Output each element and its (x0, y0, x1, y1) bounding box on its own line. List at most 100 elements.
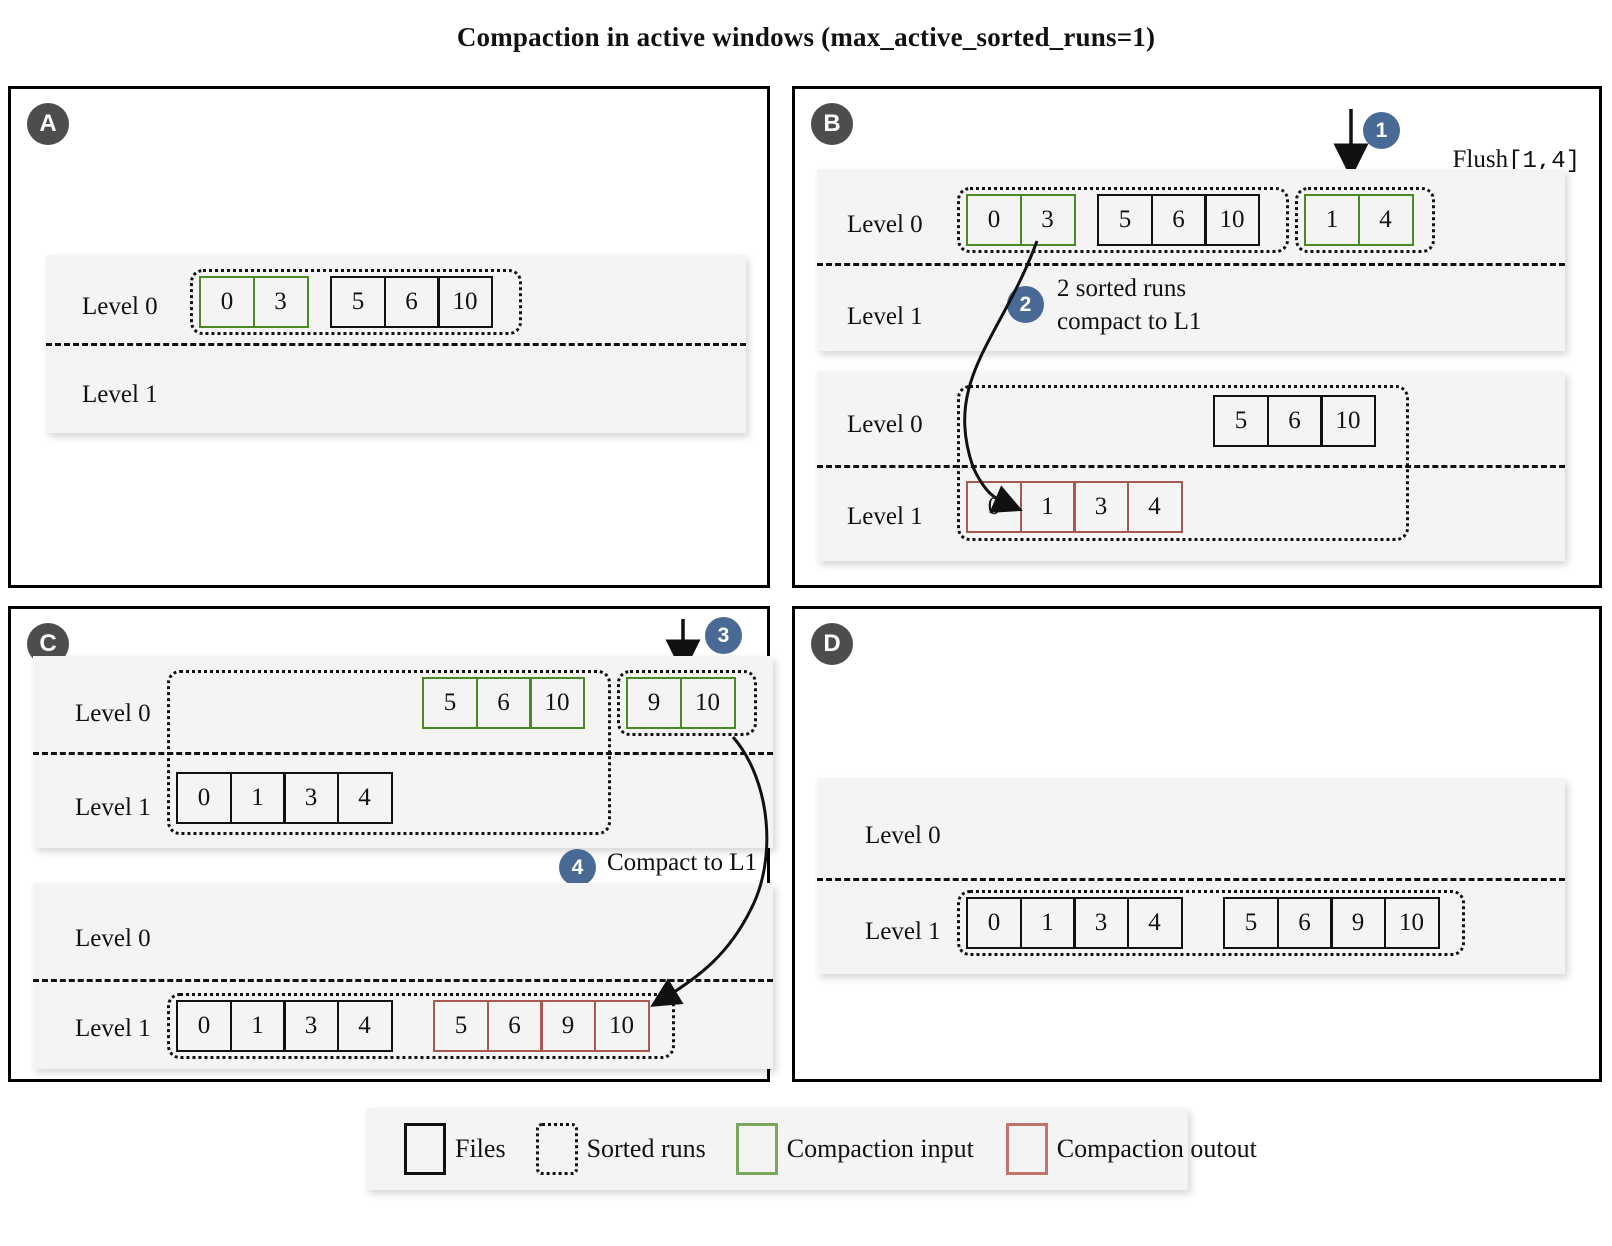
file-group-files: 0 1 3 4 (966, 897, 1183, 949)
legend-label: Compaction input (786, 1134, 974, 1163)
level-divider (46, 343, 746, 346)
file-cell: 1 (1304, 194, 1360, 246)
file-cell: 4 (336, 772, 393, 824)
level1-label: Level 1 (75, 794, 151, 821)
file-cell: 10 (679, 677, 736, 729)
file-cell: 10 (1383, 897, 1440, 949)
compact-note-line2: compact to L1 (1057, 307, 1202, 335)
panel-a: A Level 0 Level 1 0 3 5 6 10 (8, 86, 770, 588)
panel-b-band-after: Level 0 Level 1 5 6 10 0 1 3 4 (817, 371, 1565, 561)
panel-b-band-before: Level 0 Level 1 0 3 5 6 10 1 4 2 2 sorte… (817, 169, 1565, 351)
file-cell: 3 (1019, 194, 1076, 246)
file-cell: 5 (433, 1000, 489, 1052)
level-divider (33, 752, 773, 755)
level0-label: Level 0 (865, 822, 941, 849)
file-group-files: 5 6 9 10 (1223, 897, 1440, 949)
file-cell: 3 (283, 1000, 339, 1052)
file-group-compaction-output: 0 1 3 4 (966, 481, 1183, 533)
file-group-compaction-input: 9 10 (626, 677, 736, 729)
file-cell: 10 (437, 276, 493, 328)
compaction-output-swatch-icon (1005, 1123, 1048, 1175)
level-divider (33, 979, 773, 982)
level1-label: Level 1 (847, 303, 923, 330)
file-cell: 9 (1330, 897, 1386, 949)
file-cell: 6 (1150, 194, 1207, 246)
file-cell: 1 (1019, 897, 1076, 949)
compact-label-4: Compact to L1 (607, 849, 757, 876)
file-cell: 4 (1357, 194, 1414, 246)
legend-label: Compaction outout (1056, 1134, 1257, 1163)
legend: Files Sorted runs Compaction input Compa… (366, 1108, 1257, 1190)
panel-badge-b: B (811, 103, 853, 145)
file-cell: 0 (176, 1000, 232, 1052)
file-cell: 4 (1126, 481, 1183, 533)
file-cell: 6 (1276, 897, 1333, 949)
level1-label: Level 1 (865, 918, 941, 945)
level-divider (817, 878, 1565, 881)
file-cell: 6 (1266, 395, 1323, 447)
legend-item-compaction-output: Compaction outout (1005, 1123, 1257, 1175)
file-cell: 1 (229, 772, 286, 824)
file-group-compaction-input: 1 4 (1304, 194, 1414, 246)
file-group-compaction-input: 0 3 (966, 194, 1076, 246)
file-cell: 0 (199, 276, 255, 328)
step-badge-2: 2 (1007, 286, 1044, 323)
files-swatch-icon (404, 1123, 446, 1175)
file-cell: 1 (1019, 481, 1076, 533)
file-cell: 9 (540, 1000, 596, 1052)
file-group-files: 0 1 3 4 (176, 1000, 393, 1052)
file-cell: 3 (1073, 481, 1129, 533)
panel-c-band-after: Level 0 Level 1 0 1 3 4 5 6 9 10 (33, 883, 773, 1069)
step-badge-4: 4 (559, 849, 596, 886)
panel-badge-a: A (27, 103, 69, 145)
panel-d: D Level 0 Level 1 0 1 3 4 5 6 9 10 (792, 606, 1602, 1082)
file-cell: 5 (1223, 897, 1279, 949)
file-cell: 5 (422, 677, 478, 729)
level-divider (817, 465, 1565, 468)
file-group-compaction-output: 5 6 9 10 (433, 1000, 650, 1052)
compact-note-2: 2 sorted runs compact to L1 (1057, 273, 1201, 338)
compaction-input-swatch-icon (735, 1123, 778, 1175)
file-cell: 3 (1073, 897, 1129, 949)
panel-c: C Flush[9,10] 3 Level 0 Level 1 5 6 10 (8, 606, 773, 1082)
file-cell: 4 (1126, 897, 1183, 949)
file-group-files: 5 6 10 (1097, 194, 1260, 246)
file-cell: 6 (383, 276, 440, 328)
panel-b: B 1 Flush[1,4] Level 0 Level 1 0 3 (792, 86, 1602, 588)
level0-label: Level 0 (75, 700, 151, 727)
panel-c-band-before: Level 0 Level 1 5 6 10 9 10 0 1 3 4 (33, 656, 773, 848)
flush-text: Flush (1452, 145, 1509, 173)
step-badge-1: 1 (1363, 112, 1400, 149)
file-cell: 5 (1213, 395, 1269, 447)
legend-label: Sorted runs (586, 1134, 706, 1163)
file-cell: 0 (966, 194, 1022, 246)
level1-label: Level 1 (847, 503, 923, 530)
legend-item-compaction-input: Compaction input (735, 1123, 974, 1175)
file-cell: 0 (966, 481, 1022, 533)
panel-a-level-band: Level 0 Level 1 0 3 5 6 10 (46, 255, 746, 433)
level0-label: Level 0 (847, 211, 923, 238)
file-cell: 10 (1320, 395, 1376, 447)
file-cell: 0 (176, 772, 232, 824)
level0-label: Level 0 (847, 411, 923, 438)
file-cell: 4 (336, 1000, 393, 1052)
sorted-runs-swatch-icon (535, 1123, 578, 1175)
file-cell: 1 (229, 1000, 286, 1052)
compact-note-line1: 2 sorted runs (1057, 275, 1187, 302)
file-cell: 0 (966, 897, 1022, 949)
legend-item-files: Files (404, 1123, 506, 1175)
file-cell: 5 (1097, 194, 1153, 246)
file-cell: 6 (486, 1000, 543, 1052)
level1-label: Level 1 (82, 381, 158, 408)
file-cell: 3 (283, 772, 339, 824)
level0-label: Level 0 (75, 925, 151, 952)
file-cell: 5 (330, 276, 386, 328)
legend-label: Files (455, 1134, 506, 1163)
file-cell: 10 (1204, 194, 1260, 246)
file-group-files: 0 1 3 4 (176, 772, 393, 824)
panel-d-level-band: Level 0 Level 1 0 1 3 4 5 6 9 10 (817, 778, 1565, 974)
legend-item-sorted-runs: Sorted runs (535, 1123, 706, 1175)
step-badge-3: 3 (705, 617, 742, 654)
file-group-files: 5 6 10 (330, 276, 493, 328)
